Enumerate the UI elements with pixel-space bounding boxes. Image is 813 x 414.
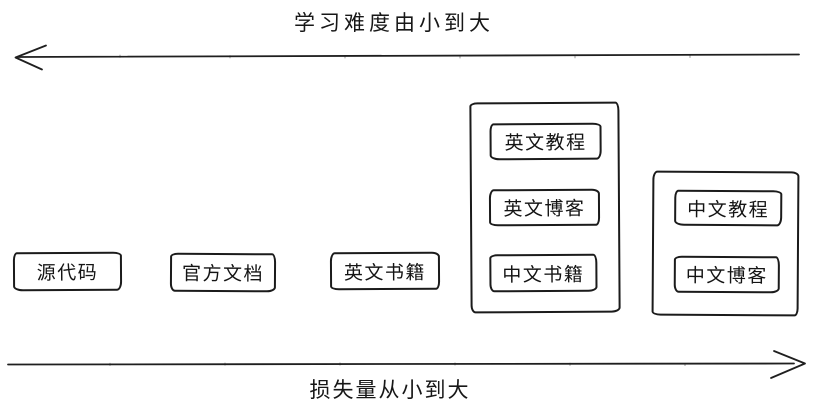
box-chinese-blogs: 中文博客 bbox=[673, 255, 780, 294]
box-chinese-tutorials: 中文教程 bbox=[674, 189, 783, 227]
box-official-docs-label: 官方文档 bbox=[181, 263, 265, 286]
box-english-books-label: 英文书籍 bbox=[343, 262, 427, 284]
box-source-code-label: 源代码 bbox=[36, 262, 99, 285]
box-english-blogs-label: 英文博客 bbox=[503, 198, 586, 221]
box-chinese-tutorials-label: 中文教程 bbox=[687, 199, 770, 221]
top-axis-label: 学习难度由小到大 bbox=[294, 12, 494, 35]
box-chinese-books-label: 中文书籍 bbox=[502, 264, 585, 286]
bottom-axis-label: 损失量从小到大 bbox=[309, 379, 471, 402]
box-chinese-blogs-label: 中文博客 bbox=[685, 265, 768, 288]
box-source-code: 源代码 bbox=[12, 251, 123, 292]
right-arrow bbox=[7, 350, 806, 379]
group-english-resources: 英文教程 英文博客 中文书籍 bbox=[469, 101, 621, 314]
box-official-docs: 官方文档 bbox=[169, 252, 277, 293]
box-chinese-books: 中文书籍 bbox=[489, 253, 598, 293]
box-english-tutorials-label: 英文教程 bbox=[504, 132, 587, 155]
box-english-tutorials: 英文教程 bbox=[489, 122, 602, 161]
left-arrow bbox=[14, 44, 800, 71]
box-english-books: 英文书籍 bbox=[329, 251, 441, 291]
group-chinese-resources: 中文教程 中文博客 bbox=[651, 170, 800, 317]
box-english-blogs: 英文博客 bbox=[488, 188, 601, 227]
